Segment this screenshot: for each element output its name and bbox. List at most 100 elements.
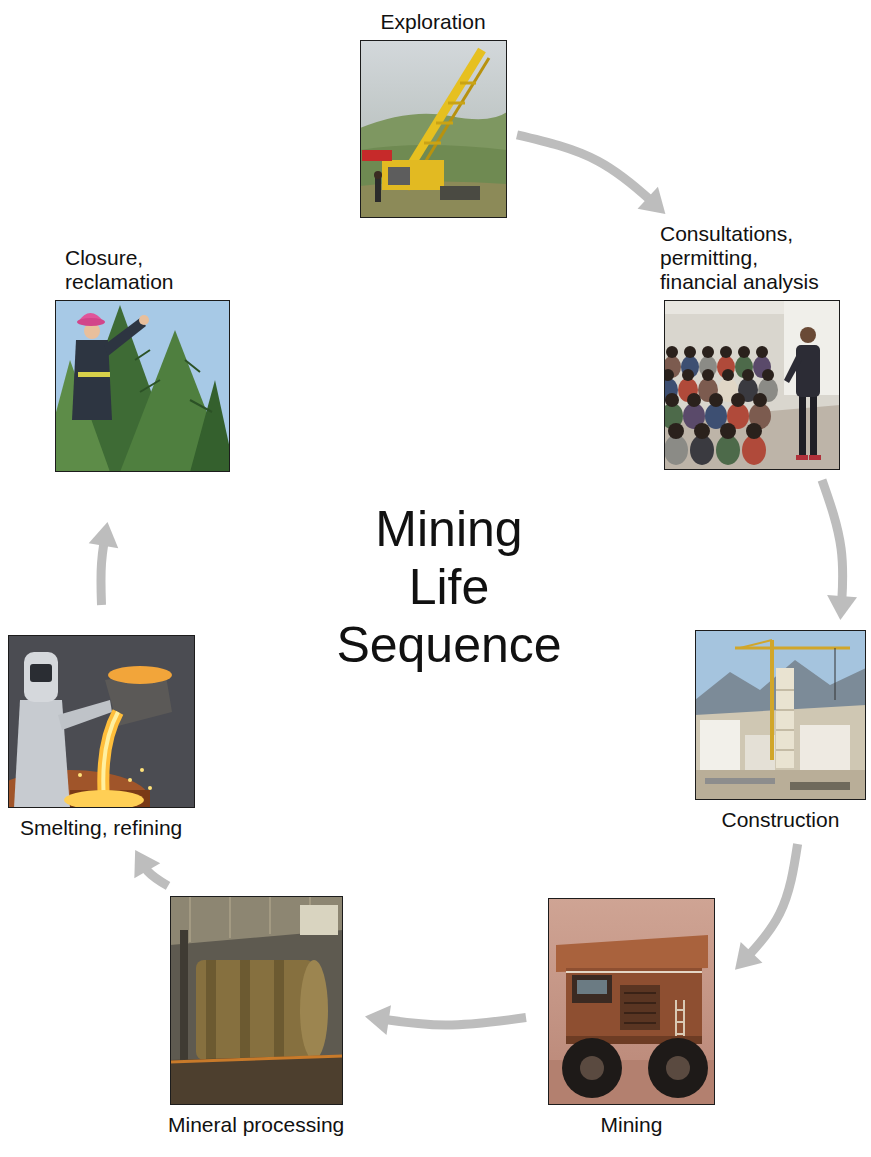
construction-photo <box>770 640 774 760</box>
stage-node: Closure, reclamation <box>55 246 230 472</box>
consultation-photo <box>722 369 734 381</box>
exploration-photo <box>382 160 444 190</box>
stage-label: Smelting, refining <box>20 816 182 840</box>
reclamation-photo <box>104 318 146 356</box>
haul-truck-photo <box>548 898 715 1105</box>
haul-truck-photo <box>577 980 607 994</box>
haul-truck-photo <box>580 1056 604 1080</box>
stage-label: Closure, reclamation <box>65 246 215 294</box>
stage-node: Mineral processing <box>168 896 345 1137</box>
stage-node: Mining <box>548 898 715 1137</box>
exploration-photo <box>360 40 507 218</box>
consultation-photo <box>731 393 745 407</box>
consultation-photo <box>784 352 802 383</box>
exploration-photo <box>360 40 507 218</box>
consultation-photo <box>664 300 840 470</box>
grinding-mill-photo <box>274 960 284 1060</box>
construction-photo <box>695 630 866 800</box>
reclamation-photo <box>78 372 110 377</box>
smelting-photo <box>108 666 172 684</box>
consultation-photo <box>720 346 732 358</box>
exploration-photo <box>360 145 507 218</box>
consultation-photo <box>666 346 678 358</box>
haul-truck-photo <box>562 1038 622 1098</box>
stage-node: Smelting, refining <box>8 635 195 840</box>
consultation-photo <box>762 369 774 381</box>
arrow-head <box>89 522 119 548</box>
consultation-photo <box>709 393 723 407</box>
haul-truck-photo <box>566 968 702 1038</box>
stage-label: Consultations, permitting, financial ana… <box>660 222 830 294</box>
smelting-photo <box>78 773 82 777</box>
consultation-photo <box>809 455 821 460</box>
stage-label-group: Closure, reclamation <box>65 246 215 294</box>
construction-photo <box>776 668 794 768</box>
reclamation-photo <box>77 318 105 326</box>
smelting-photo <box>128 778 132 782</box>
construction-photo <box>700 720 740 770</box>
haul-truck-photo <box>648 1038 708 1098</box>
smelting-photo <box>140 768 144 772</box>
stage-label-group: Mining <box>601 1113 663 1137</box>
consultation-photo <box>796 345 820 397</box>
exploration-photo <box>388 167 410 185</box>
construction-photo <box>695 770 866 800</box>
cycle-arrow <box>735 844 798 970</box>
stage-label-group: Smelting, refining <box>20 816 182 840</box>
stage-node: Consultations, permitting, financial ana… <box>660 222 840 470</box>
stage-node: Exploration <box>360 10 507 218</box>
grinding-mill-photo <box>300 905 338 935</box>
construction-photo <box>835 648 836 700</box>
consultation-photo <box>800 327 816 343</box>
grinding-mill-photo <box>190 896 310 942</box>
consultation-photo <box>716 435 740 465</box>
exploration-photo <box>374 171 382 179</box>
construction-photo <box>790 782 850 790</box>
grinding-mill-photo <box>240 960 250 1060</box>
photo-frame <box>8 635 195 808</box>
photo-frame <box>548 898 715 1105</box>
photo-frame <box>695 630 866 800</box>
haul-truck-photo <box>572 975 612 1003</box>
cycle-arrow <box>134 850 168 886</box>
haul-truck-photo <box>548 898 715 1105</box>
grinding-mill-photo <box>206 960 216 1060</box>
smelting-photo <box>103 712 118 800</box>
reclamation-photo <box>72 340 112 420</box>
stage-label-group: Construction <box>722 808 840 832</box>
arrow-shaft <box>135 850 168 886</box>
construction-photo <box>695 630 866 800</box>
consultation-photo <box>756 346 768 358</box>
stage-label-group: Mineral processing <box>168 1113 344 1137</box>
photo-frame <box>664 300 840 470</box>
arrow-head <box>134 850 160 878</box>
stage-node: Construction <box>695 630 866 832</box>
stage-label-group: Consultations, permitting, financial ana… <box>660 222 830 294</box>
reclamation-photo <box>190 380 230 472</box>
grinding-mill-photo <box>170 1055 343 1105</box>
grinding-mill-photo <box>300 960 328 1060</box>
exploration-photo <box>440 186 480 200</box>
construction-photo <box>776 690 794 750</box>
diagram-title: Mining Life Sequence <box>309 500 589 674</box>
smelting-photo <box>148 786 152 790</box>
haul-truck-photo <box>620 985 660 1030</box>
cycle-arrow <box>517 135 665 214</box>
smelting-photo <box>103 712 118 800</box>
grinding-mill-photo <box>170 896 343 945</box>
consultation-photo <box>742 369 754 381</box>
photo-frame <box>170 896 343 1105</box>
arrow-head <box>365 1005 391 1035</box>
grinding-mill-photo <box>170 1056 343 1062</box>
construction-photo <box>740 640 772 648</box>
consultation-photo <box>746 423 762 439</box>
cycle-arrow <box>822 480 857 620</box>
stage-label-group: Exploration <box>381 10 486 34</box>
consultation-photo <box>702 369 714 381</box>
grinding-mill-photo <box>170 896 343 1105</box>
smelting-photo <box>8 635 195 808</box>
consultation-photo <box>742 435 766 465</box>
grinding-mill-photo <box>196 960 314 1060</box>
consultation-photo <box>810 395 817 457</box>
consultation-photo <box>702 346 714 358</box>
